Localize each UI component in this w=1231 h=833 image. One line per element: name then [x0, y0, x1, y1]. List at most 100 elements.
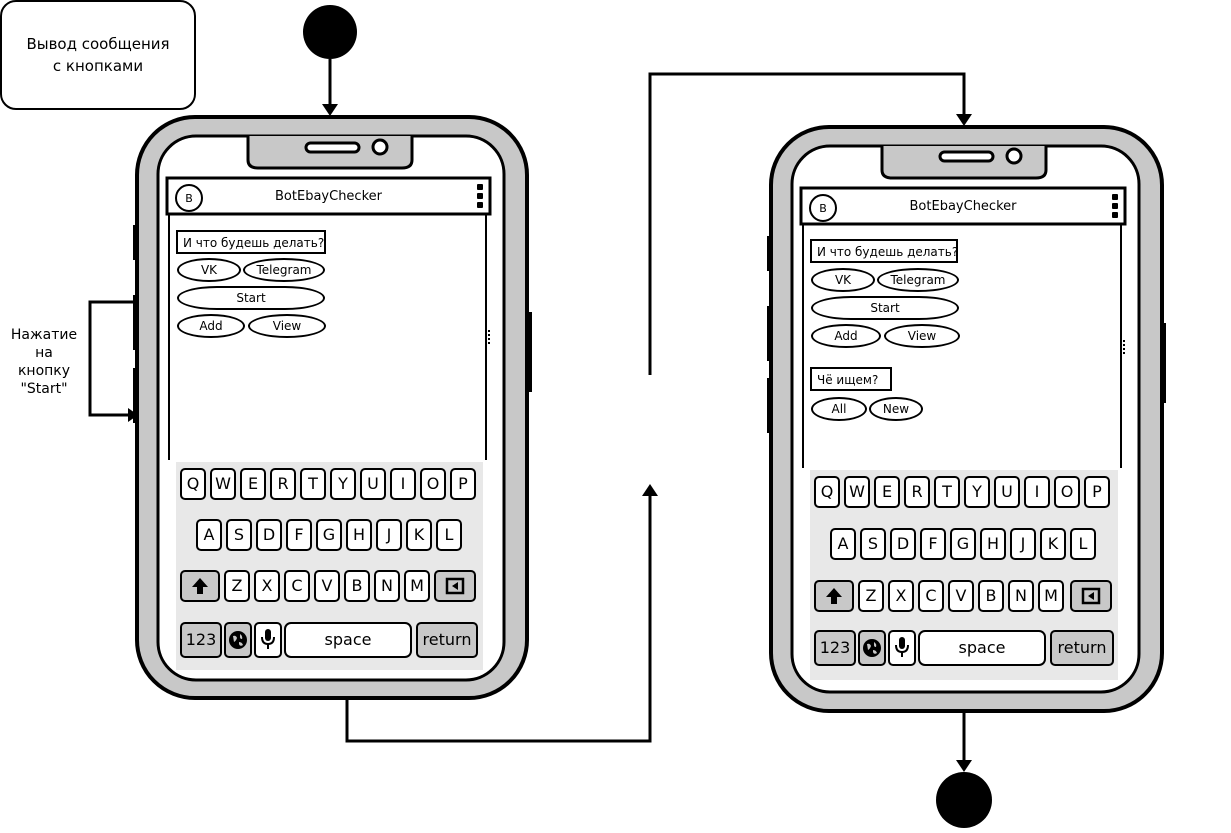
- key[interactable]: M: [1038, 580, 1064, 612]
- key[interactable]: F: [920, 528, 946, 560]
- key[interactable]: Y: [964, 476, 990, 508]
- key[interactable]: T: [300, 468, 326, 500]
- numbers-key[interactable]: 123: [814, 630, 856, 666]
- vk-button[interactable]: VK: [811, 268, 875, 292]
- press-note-line: "Start": [20, 381, 68, 397]
- bot-avatar[interactable]: B: [809, 194, 837, 222]
- key[interactable]: D: [256, 519, 282, 551]
- key[interactable]: W: [844, 476, 870, 508]
- view-button[interactable]: View: [884, 324, 960, 348]
- key[interactable]: N: [1008, 580, 1034, 612]
- key[interactable]: F: [286, 519, 312, 551]
- more-vertical-icon[interactable]: [476, 184, 484, 212]
- shift-arrow-icon[interactable]: [814, 580, 854, 612]
- start-node: [303, 5, 357, 59]
- key[interactable]: C: [284, 570, 310, 602]
- end-arrowhead: [956, 760, 972, 772]
- key[interactable]: E: [240, 468, 266, 500]
- key[interactable]: X: [888, 580, 914, 612]
- key[interactable]: A: [830, 528, 856, 560]
- key[interactable]: S: [860, 528, 886, 560]
- return-key[interactable]: return: [416, 622, 478, 658]
- add-button[interactable]: Add: [811, 324, 881, 348]
- key[interactable]: B: [978, 580, 1004, 612]
- key[interactable]: J: [1010, 528, 1036, 560]
- backspace-icon[interactable]: [1070, 580, 1112, 612]
- vk-button[interactable]: VK: [177, 258, 241, 282]
- process-label-line: с кнопками: [52, 57, 144, 75]
- key[interactable]: O: [420, 468, 446, 500]
- globe-icon[interactable]: [858, 630, 886, 666]
- start-button[interactable]: Start: [811, 296, 959, 320]
- key[interactable]: W: [210, 468, 236, 500]
- view-button[interactable]: View: [248, 314, 326, 338]
- press-note-line: кнопку: [17, 363, 71, 379]
- press-start-note: Нажатие на кнопку "Start": [2, 326, 86, 398]
- key[interactable]: C: [918, 580, 944, 612]
- start-button[interactable]: Start: [177, 286, 325, 310]
- key[interactable]: P: [1084, 476, 1110, 508]
- key[interactable]: T: [934, 476, 960, 508]
- key[interactable]: Z: [858, 580, 884, 612]
- microphone-icon[interactable]: [254, 622, 282, 658]
- key[interactable]: M: [404, 570, 430, 602]
- key[interactable]: R: [270, 468, 296, 500]
- space-key[interactable]: space: [918, 630, 1046, 666]
- key[interactable]: Z: [224, 570, 250, 602]
- key[interactable]: U: [360, 468, 386, 500]
- key[interactable]: I: [390, 468, 416, 500]
- key[interactable]: V: [314, 570, 340, 602]
- key[interactable]: P: [450, 468, 476, 500]
- key[interactable]: H: [346, 519, 372, 551]
- key[interactable]: K: [406, 519, 432, 551]
- key[interactable]: E: [874, 476, 900, 508]
- add-button[interactable]: Add: [177, 314, 245, 338]
- key[interactable]: S: [226, 519, 252, 551]
- key[interactable]: K: [1040, 528, 1066, 560]
- telegram-button[interactable]: Telegram: [877, 268, 959, 292]
- key[interactable]: H: [980, 528, 1006, 560]
- chat-title: BotEbayChecker: [275, 189, 382, 204]
- new-button[interactable]: New: [869, 397, 923, 421]
- connector-box-to-right: [648, 72, 966, 375]
- key[interactable]: U: [994, 476, 1020, 508]
- key[interactable]: L: [1070, 528, 1096, 560]
- scrollbar[interactable]: [488, 330, 492, 344]
- start-arrowhead: [322, 104, 338, 116]
- key[interactable]: B: [344, 570, 370, 602]
- key[interactable]: Q: [814, 476, 840, 508]
- key[interactable]: O: [1054, 476, 1080, 508]
- globe-icon[interactable]: [224, 622, 252, 658]
- more-vertical-icon[interactable]: [1111, 194, 1119, 222]
- bot-message: И что будешь делать?: [810, 239, 958, 263]
- backspace-icon[interactable]: [434, 570, 476, 602]
- microphone-icon[interactable]: [888, 630, 916, 666]
- key[interactable]: G: [316, 519, 342, 551]
- key[interactable]: Q: [180, 468, 206, 500]
- return-key[interactable]: return: [1050, 630, 1114, 666]
- bot-message: И что будешь делать?: [176, 230, 326, 254]
- key[interactable]: J: [376, 519, 402, 551]
- bot-avatar[interactable]: B: [175, 184, 203, 212]
- key[interactable]: V: [948, 580, 974, 612]
- space-key[interactable]: space: [284, 622, 412, 658]
- key[interactable]: Y: [330, 468, 356, 500]
- key[interactable]: X: [254, 570, 280, 602]
- key[interactable]: D: [890, 528, 916, 560]
- keyboard-left: Q W E R T Y U I O P A S D F G H J K L Z …: [176, 462, 483, 670]
- key[interactable]: L: [436, 519, 462, 551]
- scrollbar[interactable]: [1123, 340, 1127, 354]
- key[interactable]: A: [196, 519, 222, 551]
- key[interactable]: I: [1024, 476, 1050, 508]
- keyboard-right: Q W E R T Y U I O P A S D F G H J K L Z …: [810, 470, 1118, 680]
- end-node: [936, 772, 992, 828]
- shift-arrow-icon[interactable]: [180, 570, 220, 602]
- numbers-key[interactable]: 123: [180, 622, 222, 658]
- connector-left-to-box: [345, 494, 652, 743]
- app-header-right: B BotEbayChecker: [803, 190, 1123, 224]
- telegram-button[interactable]: Telegram: [243, 258, 325, 282]
- all-button[interactable]: All: [811, 397, 867, 421]
- key[interactable]: N: [374, 570, 400, 602]
- key[interactable]: R: [904, 476, 930, 508]
- key[interactable]: G: [950, 528, 976, 560]
